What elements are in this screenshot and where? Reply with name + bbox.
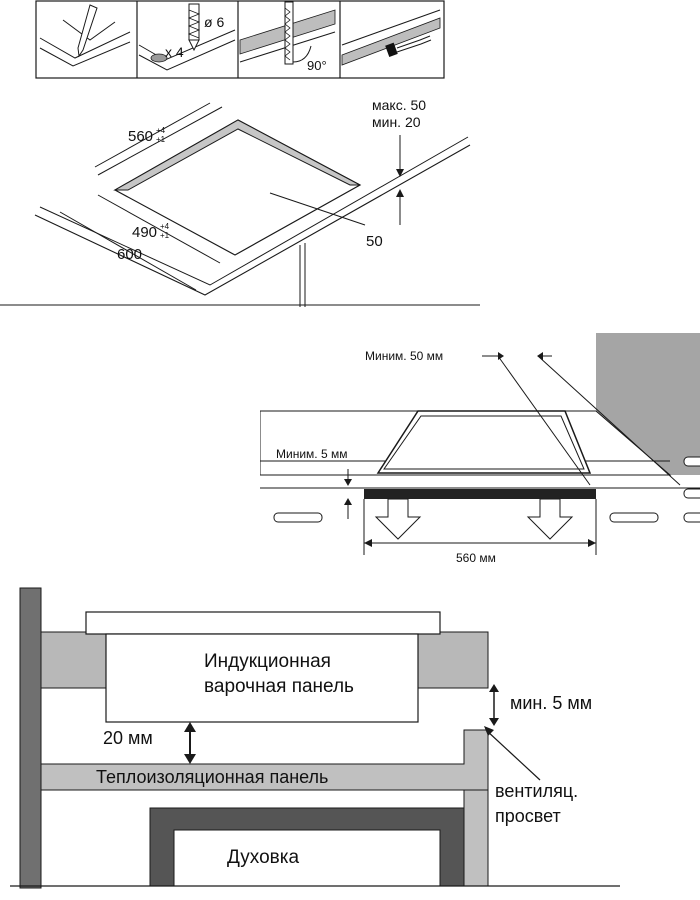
- cutout-width-mm-label: 560 мм: [456, 551, 496, 565]
- oven-section-diagram: Индукционная варочная панель 20 мм мин. …: [0, 580, 700, 890]
- jigsaw-icon: [239, 1, 336, 65]
- min-5mm-label: мин. 5 мм: [510, 693, 593, 713]
- cutout-perspective-drawing: [0, 102, 480, 307]
- drill-bit-icon: [138, 3, 236, 71]
- cutout-depth-tolerance-minus: +1: [160, 231, 170, 240]
- clearance-diagram: Миним. 50 мм Миним. 5 мм 560 мм: [259, 333, 700, 573]
- drill-diameter-label: ø 6: [204, 14, 225, 30]
- drill-count-label: x 4: [165, 44, 184, 60]
- vent-label-line2: просвет: [495, 806, 561, 826]
- sealing-strip-icon: [341, 9, 441, 66]
- depth-min-label: мин. 20: [372, 114, 421, 130]
- cutout-width-tolerance-plus: +4: [156, 126, 166, 135]
- min-wall-distance-label: Миним. 50 мм: [365, 349, 444, 363]
- vent-arrow-left-icon: [374, 498, 422, 540]
- oven-section-drawing: [10, 587, 620, 889]
- cutout-width-tolerance-minus: +1: [156, 135, 166, 144]
- min-gap-label: Миним. 5 мм: [276, 447, 348, 461]
- clearance-drawing: [259, 333, 700, 555]
- cutout-depth-value: 490: [132, 224, 158, 241]
- hob-label-line1: Индукционная: [204, 651, 331, 672]
- oven-label: Духовка: [227, 847, 300, 868]
- marking-pencil-icon: [39, 4, 131, 67]
- installation-steps-drawing: [35, 0, 445, 79]
- worktop-depth-label: 600: [117, 246, 143, 263]
- edge-distance-label: 50: [366, 233, 383, 250]
- depth-max-label: макс. 50: [372, 97, 427, 113]
- gap-20mm-label: 20 мм: [103, 728, 153, 748]
- cutout-width-value: 560: [128, 128, 154, 145]
- hob-label-line2: варочная панель: [204, 676, 354, 697]
- cutout-depth-tolerance-plus: +4: [160, 222, 170, 231]
- insulation-panel-label: Теплоизоляционная панель: [96, 767, 329, 787]
- cutout-dimensions-diagram: макс. 50 мин. 20 560 +4 +1 490 +4 +1 600…: [0, 85, 480, 310]
- saw-angle-label: 90°: [307, 58, 327, 73]
- installation-steps-strip: x 4 ø 6 90°: [35, 0, 445, 80]
- vent-arrow-right-icon: [526, 498, 574, 540]
- vent-label-line1: вентиляц.: [495, 781, 579, 801]
